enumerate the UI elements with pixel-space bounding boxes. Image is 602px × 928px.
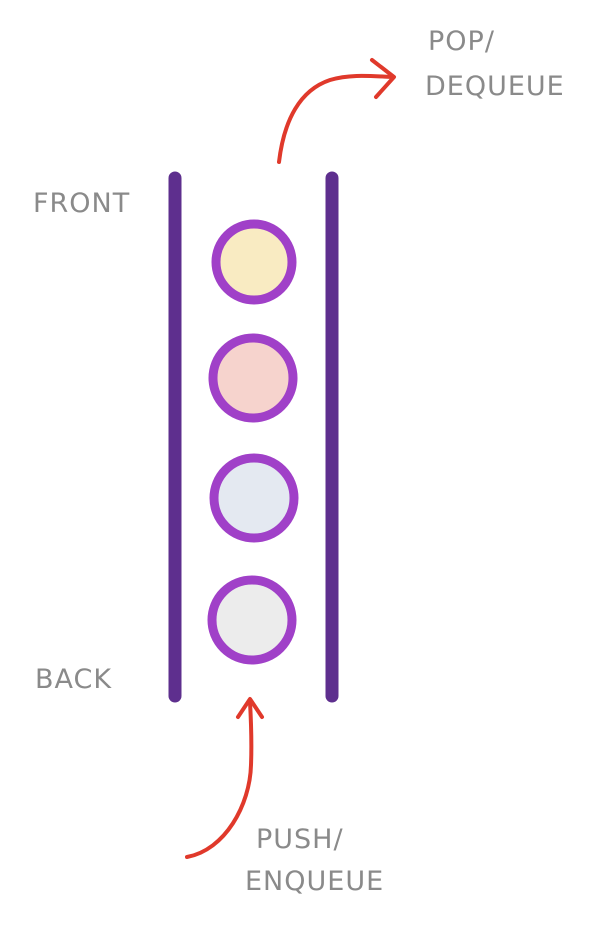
queue-item-1	[211, 219, 297, 305]
push-arrow-shaft	[185, 700, 254, 859]
pop-label-line1: POP/	[428, 26, 495, 57]
push-arrow-head	[236, 697, 264, 719]
push-label-line1: PUSH/	[256, 824, 344, 855]
pop-arrow-head	[370, 58, 396, 99]
push-label-line2: ENQUEUE	[245, 866, 384, 897]
pop-arrow-shaft	[277, 73, 395, 164]
front-label: FRONT	[33, 188, 130, 219]
queue-item-4	[207, 575, 297, 665]
queue-item-3	[209, 453, 299, 543]
queue-item-2	[208, 333, 298, 423]
back-label: BACK	[35, 664, 112, 695]
pop-label-line2: DEQUEUE	[425, 71, 565, 102]
